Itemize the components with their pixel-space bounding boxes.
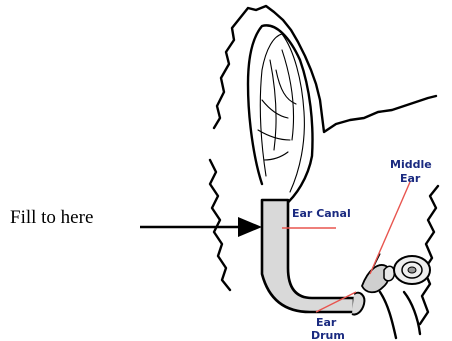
ear-drum-label-line2: Drum <box>311 329 345 341</box>
head-fur-outline <box>214 6 436 132</box>
pinna-folds <box>258 50 296 160</box>
ear-drum-label-line1: Ear <box>316 316 337 329</box>
ear-drum <box>352 293 364 315</box>
middle-ear-ossicles <box>362 254 394 292</box>
fill-to-here-label: Fill to here <box>10 207 93 228</box>
middle-ear-label-line1: Middle <box>390 158 432 171</box>
jaw-fur-outline <box>420 186 438 324</box>
eustachian-tube <box>380 292 396 338</box>
fill-to-here-arrowhead <box>238 217 262 237</box>
lower-outline <box>404 292 420 334</box>
cheek-fur-outline <box>210 160 230 290</box>
cochlea <box>394 256 430 284</box>
ear-canal-label: Ear Canal <box>292 207 351 220</box>
middle-ear-label-line2: Ear <box>400 172 421 185</box>
